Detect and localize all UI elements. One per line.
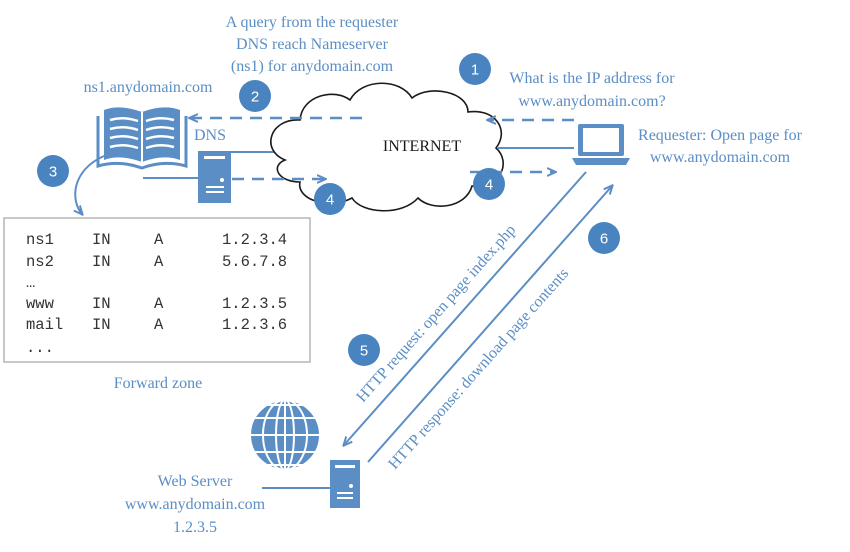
- step-badge-number: 1: [471, 62, 479, 79]
- step-badge-number: 4: [326, 192, 334, 209]
- forward-zone-label: Forward zone: [114, 375, 202, 392]
- step-badge-5: 5: [348, 334, 380, 366]
- zone-record-class: IN: [92, 231, 111, 249]
- query-text-line3: (ns1) for anydomain.com: [231, 58, 394, 75]
- zone-record-row: ...: [26, 339, 54, 357]
- zone-record-value: 1.2.3.5: [222, 295, 287, 313]
- step-badge-4-right: 4: [473, 168, 505, 200]
- zone-record-type: A: [154, 253, 164, 271]
- step-badge-2: 2: [239, 80, 271, 112]
- step-badge-number: 5: [360, 343, 368, 360]
- zone-record-class: IN: [92, 295, 111, 313]
- webserver-line3: 1.2.3.5: [173, 519, 217, 536]
- http-response-arrow: [367, 186, 612, 463]
- forward-zone-box: [3, 217, 311, 363]
- zone-record-name: mail: [26, 316, 63, 334]
- globe-icon: [249, 399, 321, 471]
- zone-record-name: ns2: [26, 253, 54, 271]
- requester-line2: www.anydomain.com: [650, 149, 791, 166]
- zone-record-name: ns1: [26, 231, 54, 249]
- open-book-icon: [96, 107, 188, 170]
- ns1-label: ns1.anydomain.com: [84, 79, 213, 96]
- zone-record-name: www: [26, 295, 55, 313]
- webserver-tower-icon: [330, 460, 360, 508]
- http-request-label: HTTP request: open page index.php: [353, 222, 519, 406]
- zone-record-class: IN: [92, 316, 111, 334]
- requester-line1: Requester: Open page for: [638, 127, 803, 144]
- webserver-line1: Web Server: [158, 473, 233, 490]
- step-badge-4-left: 4: [314, 183, 346, 215]
- zone-record-type: A: [154, 316, 164, 334]
- zone-record-name: ...: [26, 339, 54, 357]
- zone-record-type: A: [154, 231, 164, 249]
- dns-label: DNS: [194, 127, 226, 144]
- step-badge-number: 2: [251, 89, 259, 106]
- zone-record-type: A: [154, 295, 164, 313]
- zone-record-value: 1.2.3.4: [222, 231, 287, 249]
- zone-record-name: …: [26, 274, 35, 292]
- question-line1: What is the IP address for: [509, 70, 675, 87]
- webserver-line2: www.anydomain.com: [125, 496, 266, 513]
- step-badge-number: 3: [49, 164, 57, 181]
- step3-arrow: [75, 155, 105, 214]
- question-line2: www.anydomain.com?: [518, 93, 665, 110]
- step-badge-1: 1: [459, 53, 491, 85]
- zone-records: ns1 IN A 1.2.3.4 ns2 IN A 5.6.7.8 … www …: [26, 231, 287, 357]
- zone-record-row: www IN A 1.2.3.5: [26, 295, 287, 313]
- internet-label: INTERNET: [383, 138, 461, 155]
- dns-server-icon: [198, 151, 231, 203]
- zone-record-row: ns2 IN A 5.6.7.8: [26, 253, 287, 271]
- step-badge-number: 4: [485, 177, 493, 194]
- zone-record-value: 1.2.3.6: [222, 316, 287, 334]
- zone-record-row: mail IN A 1.2.3.6: [26, 316, 287, 334]
- laptop-icon: [572, 124, 630, 165]
- zone-record-row: …: [26, 274, 35, 292]
- step-badge-3: 3: [37, 155, 69, 187]
- zone-record-value: 5.6.7.8: [222, 253, 287, 271]
- http-request-arrow: [344, 171, 587, 445]
- step-badge-6: 6: [588, 222, 620, 254]
- query-text-line2: DNS reach Nameserver: [236, 36, 389, 53]
- zone-record-row: ns1 IN A 1.2.3.4: [26, 231, 287, 249]
- step-badge-number: 6: [600, 231, 608, 248]
- http-response-label: HTTP response: download page contents: [385, 265, 572, 473]
- query-text-line1: A query from the requester: [226, 14, 399, 31]
- zone-record-class: IN: [92, 253, 111, 271]
